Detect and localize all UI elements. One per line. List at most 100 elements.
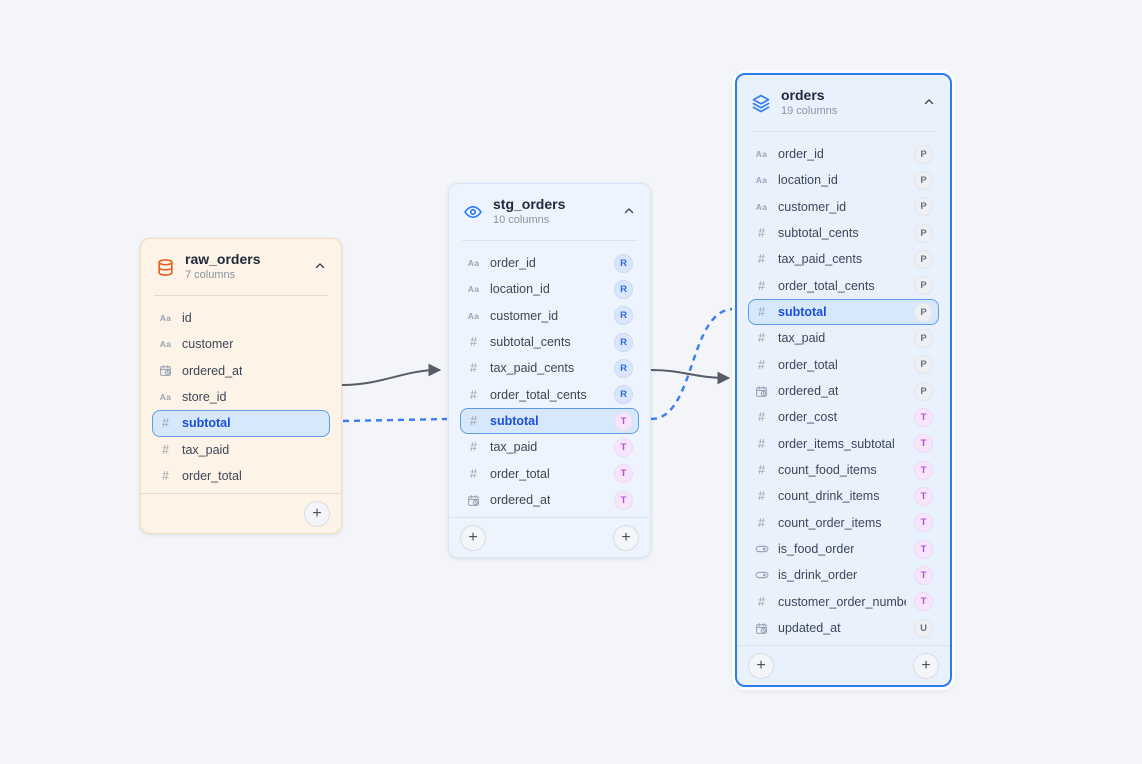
table-column-count: 10 columns [493,214,550,227]
add-left-button[interactable]: + [460,524,486,551]
add-right-button[interactable]: + [913,652,939,679]
date-type-icon [157,364,174,377]
column-badge: P [914,197,933,217]
column-badge: U [914,618,933,638]
collapse-button[interactable] [920,93,938,114]
column-name: customer_order_number [778,594,906,609]
chevron-up-icon [922,95,936,112]
table-title-block: raw_orders 7 columns [185,251,260,283]
column-name: customer [182,337,234,352]
column-badge: T [914,460,933,480]
column-badge: P [914,223,933,243]
column-row-store_id[interactable]: Aa store_id [152,384,330,410]
column-name: subtotal_cents [778,226,859,241]
number-type-icon: # [470,414,477,429]
column-badge: P [914,302,933,322]
column-row-subtotal[interactable]: #subtotal [152,410,330,437]
column-badge: T [614,464,633,484]
column-row-customer[interactable]: Aa customer [152,331,330,357]
table-column-count: 7 columns [185,269,236,282]
header-divider [462,240,637,241]
text-type-icon: Aa [467,258,480,269]
collapse-button[interactable] [311,257,329,278]
table-title: raw_orders [185,250,261,267]
column-name: store_id [182,390,227,405]
text-type-icon: Aa [159,392,172,403]
column-name: order_total [490,466,550,481]
column-row-tax_paid[interactable]: #tax_paid [152,437,330,463]
column-name: subtotal [778,305,827,320]
column-badge: R [614,253,633,273]
table-header[interactable]: raw_orders 7 columns [141,239,341,295]
add-right-button[interactable]: + [304,500,330,527]
add-right-button[interactable]: + [613,524,639,551]
column-name: tax_paid [490,440,538,455]
column-name: order_id [490,256,536,271]
column-name: updated_at [778,621,841,636]
number-type-icon: # [758,463,765,478]
column-badge: T [914,407,933,427]
column-badge: R [614,332,633,352]
column-name: order_total [778,357,838,372]
column-badge: P [914,249,933,269]
number-type-icon: # [162,416,169,431]
number-type-icon: # [470,335,477,350]
collapse-button[interactable] [620,202,638,223]
header-divider [750,131,937,132]
column-name: customer_id [778,199,847,214]
date-type-icon [753,622,770,635]
column-name: order_total_cents [778,278,875,293]
column-name: tax_paid_cents [778,252,863,267]
column-badge: T [614,411,633,431]
column-row-ordered_at[interactable]: ordered_at [152,358,330,384]
column-badge: P [914,144,933,164]
text-type-icon: Aa [159,313,172,324]
column-badge: P [914,170,933,190]
column-row-order_id[interactable]: Aa order_id R [460,250,639,276]
column-row-order_total[interactable]: #order_total [152,463,330,489]
column-badge: T [914,565,933,585]
column-row-updated_at[interactable]: updated_at U [748,615,939,641]
column-badge: P [914,355,933,375]
eye-icon [463,202,483,222]
text-type-icon: Aa [159,339,172,350]
add-left-button[interactable]: + [748,652,774,679]
column-badge: T [914,539,933,559]
text-type-icon: Aa [467,284,480,295]
